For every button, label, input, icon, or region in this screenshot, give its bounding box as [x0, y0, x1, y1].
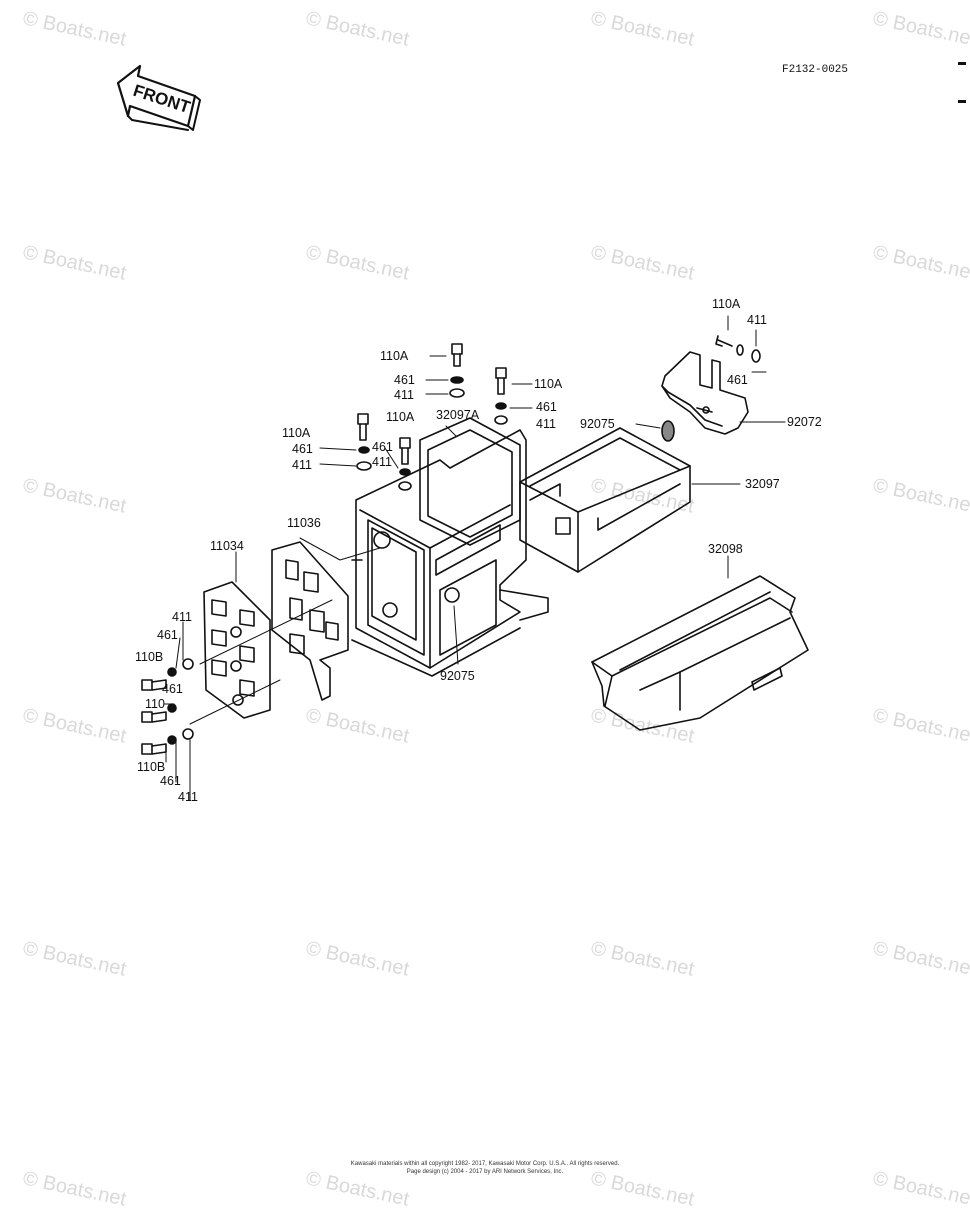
part-callout[interactable]: 110B	[137, 760, 166, 774]
diagram-code: F2132-0025	[782, 64, 849, 76]
part-callout[interactable]: 110B	[135, 650, 164, 664]
plate-11034	[203, 581, 271, 719]
part-callout[interactable]: 411	[178, 790, 198, 804]
part-callout[interactable]: 411	[536, 417, 556, 431]
part-callout[interactable]: 461	[727, 373, 748, 387]
bolt-icon	[141, 658, 194, 755]
washer-icon	[661, 420, 675, 442]
bracket-92072	[661, 351, 749, 435]
copyright-line: Kawasaki materials within all copyright …	[350, 1161, 620, 1167]
copyright-notice: Kawasaki materials within all copyright …	[0, 1160, 970, 1176]
scan-edge-mark	[958, 100, 966, 103]
part-callout[interactable]: 92075	[580, 417, 615, 431]
part-callout[interactable]: 92072	[787, 415, 822, 429]
battery-bracket-32097A	[351, 417, 549, 677]
part-callout[interactable]: 461	[162, 682, 183, 696]
bolt-icon	[398, 437, 412, 491]
battery-cover-32098	[591, 575, 809, 731]
bolt-icon	[449, 343, 465, 398]
part-callout[interactable]: 411	[394, 388, 414, 402]
part-callout[interactable]: 110A	[712, 297, 741, 311]
front-arrow-icon: FRONT	[116, 64, 201, 131]
part-callout[interactable]: 32097A	[436, 408, 480, 422]
part-callout[interactable]: 110A	[282, 426, 311, 440]
scan-edge-mark	[958, 62, 966, 65]
bolt-icon	[715, 335, 761, 363]
bolt-icon	[356, 413, 372, 471]
part-callout[interactable]: 461	[536, 400, 557, 414]
part-callout[interactable]: 92075	[440, 669, 475, 683]
part-callout[interactable]: 411	[747, 313, 767, 327]
part-callout[interactable]: 411	[172, 610, 192, 624]
part-callout[interactable]: 461	[160, 774, 181, 788]
plate-11036	[271, 541, 349, 701]
part-callout[interactable]: 411	[292, 458, 312, 472]
part-callout[interactable]: 110A	[386, 410, 415, 424]
part-callout[interactable]: 411	[372, 455, 392, 469]
part-callout[interactable]: 110A	[534, 377, 563, 391]
battery-case-32097	[519, 427, 691, 573]
part-callout[interactable]: 32097	[745, 477, 780, 491]
part-callout[interactable]: 110	[145, 697, 165, 711]
part-callout[interactable]: 32098	[708, 542, 743, 556]
bolt-icon	[494, 367, 508, 425]
part-callout[interactable]: 110A	[380, 349, 409, 363]
part-callout[interactable]: 461	[157, 628, 178, 642]
part-callout[interactable]: 461	[394, 373, 415, 387]
part-callout[interactable]: 11034	[210, 539, 244, 553]
part-callout[interactable]: 11036	[287, 516, 321, 530]
part-callout[interactable]: 461	[292, 442, 313, 456]
part-callout[interactable]: 461	[372, 440, 393, 454]
copyright-line: Page design (c) 2004 - 2017 by ARI Netwo…	[406, 1169, 564, 1176]
